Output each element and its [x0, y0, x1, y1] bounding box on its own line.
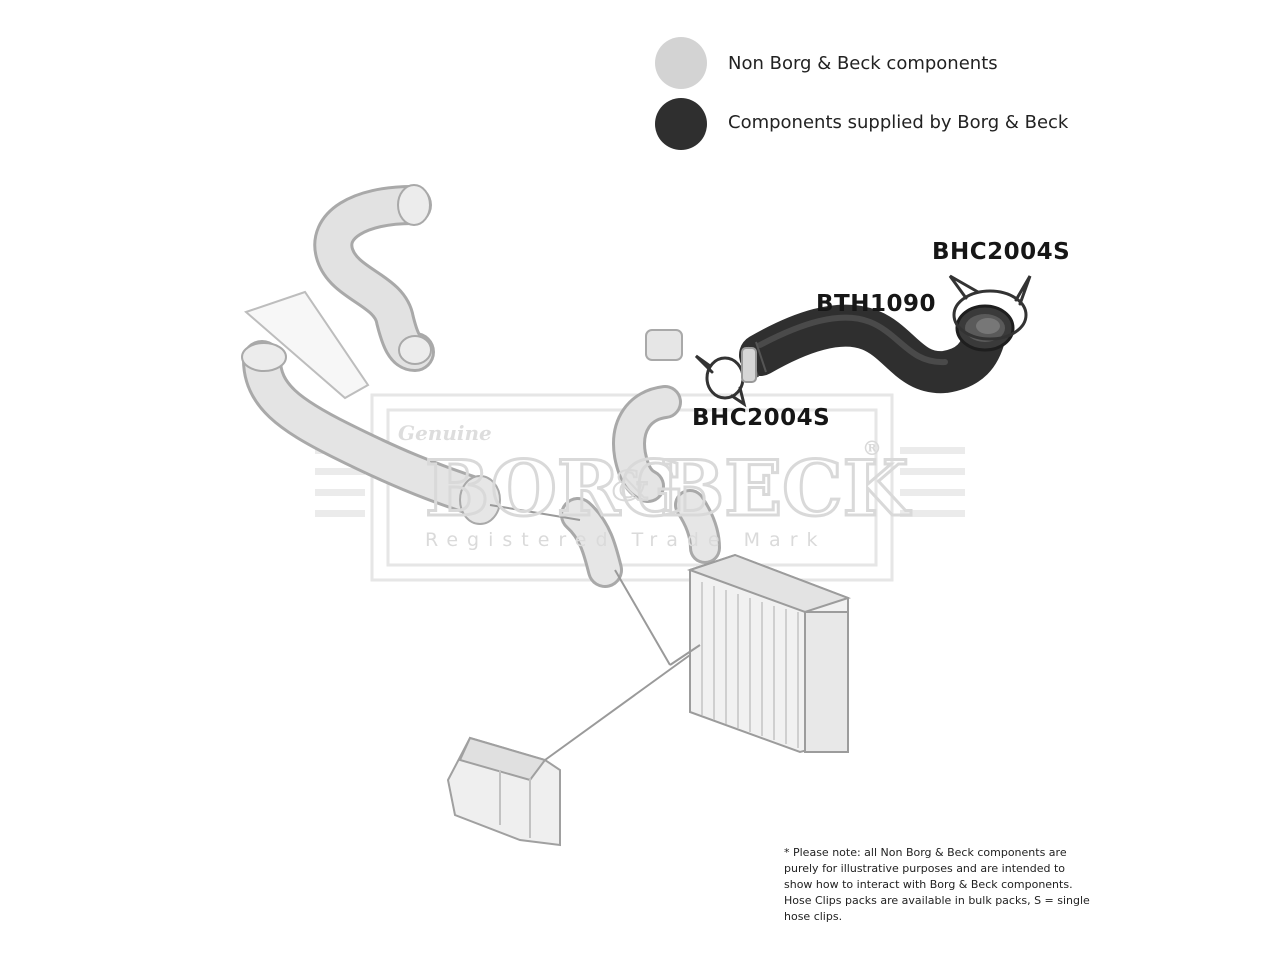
watermark-tagline: Registered Trade Mark [425, 529, 827, 551]
legend-dot-borg-beck [655, 98, 707, 150]
watermark-script: Genuine [398, 421, 492, 445]
bracket-plate [244, 290, 370, 400]
watermark-registered: ® [862, 436, 882, 460]
watermark: Genuine BORG & BECK ® Registered Trade M… [398, 421, 913, 551]
lower-bracket [446, 736, 561, 847]
borg-beck-components [694, 274, 1032, 408]
intercooler [686, 553, 852, 754]
watermark-brand-amp: & [612, 463, 648, 510]
watermark-brand-left: BORG [425, 444, 685, 533]
legend-dot-non-borg [655, 37, 707, 89]
clip-top [948, 274, 1032, 341]
footnote: * Please note: all Non Borg & Beck compo… [784, 846, 1090, 923]
small-connector [645, 329, 683, 361]
label-clip-top: BHC2004S [932, 239, 1071, 265]
label-clip-middle: BHC2004S [692, 405, 831, 431]
hose-bth1090 [739, 304, 1006, 394]
legend-label-borg-beck: Components supplied by Borg & Beck [728, 112, 1069, 133]
leader-lines [489, 504, 701, 761]
watermark-brand-right: BECK [660, 444, 912, 533]
clip-middle [694, 354, 747, 408]
label-hose: BTH1090 [816, 291, 936, 317]
clip-band [741, 347, 757, 383]
non-borg-components [241, 184, 852, 847]
legend-label-non-borg: Non Borg & Beck components [728, 53, 998, 74]
